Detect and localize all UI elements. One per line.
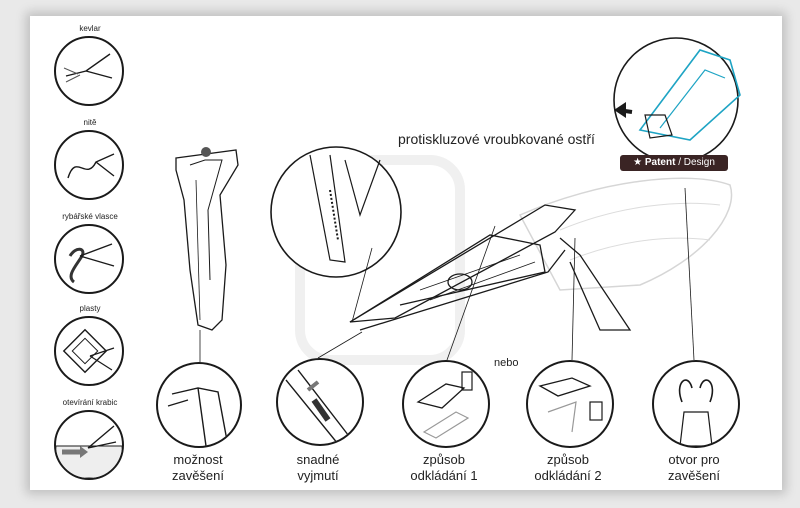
side-label-nite: nitě (83, 118, 97, 127)
plastics-icon (54, 316, 124, 386)
serration-heading: protiskluzové vroubkované ostří (398, 131, 595, 147)
patent-detail (613, 37, 741, 163)
thread-icon (54, 130, 124, 200)
serration-detail (270, 146, 402, 323)
star-icon: ★ (633, 157, 643, 168)
box-opening-icon (54, 410, 124, 480)
badge-patent: Patent (644, 157, 676, 168)
storage-method-2-icon (526, 360, 614, 448)
easy-removal-icon (276, 358, 364, 446)
cutter-hanging (175, 147, 239, 331)
patent-badge: ★ Patent / Design (620, 155, 728, 171)
hanging-hole-icon (652, 360, 740, 448)
side-label-kevlar: kevlar (79, 24, 101, 33)
cutter-main (349, 204, 632, 331)
side-label-box-opening: otevírání krabic (62, 398, 118, 407)
hanging-option-icon (156, 362, 242, 448)
hang-hook (201, 147, 211, 157)
kevlar-icon (54, 36, 124, 106)
leader-lines (199, 187, 695, 362)
side-label-fishing-line: rybářské vlasce (62, 212, 118, 221)
fishing-line-icon (54, 224, 124, 294)
badge-design: Design (683, 157, 715, 168)
background-cutter-outline (518, 177, 733, 291)
storage-method-1-icon (402, 360, 490, 448)
side-label-plastics: plasty (79, 304, 101, 313)
or-label: nebo (494, 357, 519, 369)
